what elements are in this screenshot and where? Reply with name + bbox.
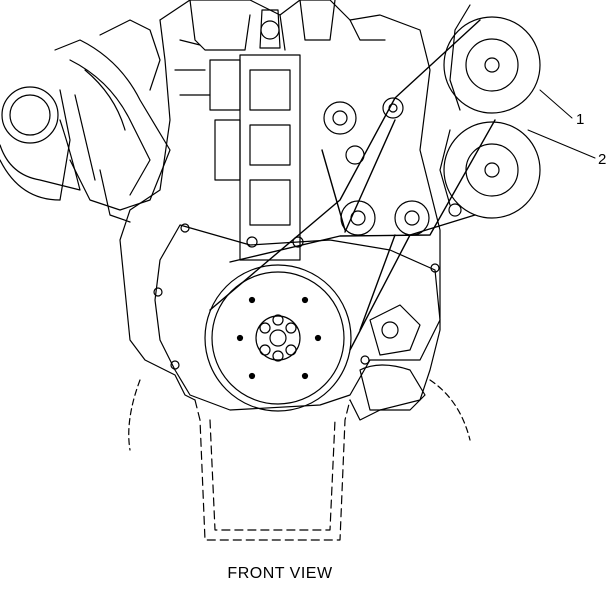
oil-pan [195,400,350,540]
gear-cover [154,224,440,410]
accessory-pulley-upper [444,5,540,113]
front-bracket [240,10,303,260]
crankshaft-pulley [205,265,351,411]
callout-1-label: 1 [576,111,584,128]
drive-belt [210,20,495,350]
callout-2-label: 2 [598,151,606,168]
turbocharger [0,20,170,222]
diagram-caption: FRONT VIEW [227,565,333,582]
callout-leaders [528,90,595,158]
sensor-bracket [360,305,425,410]
